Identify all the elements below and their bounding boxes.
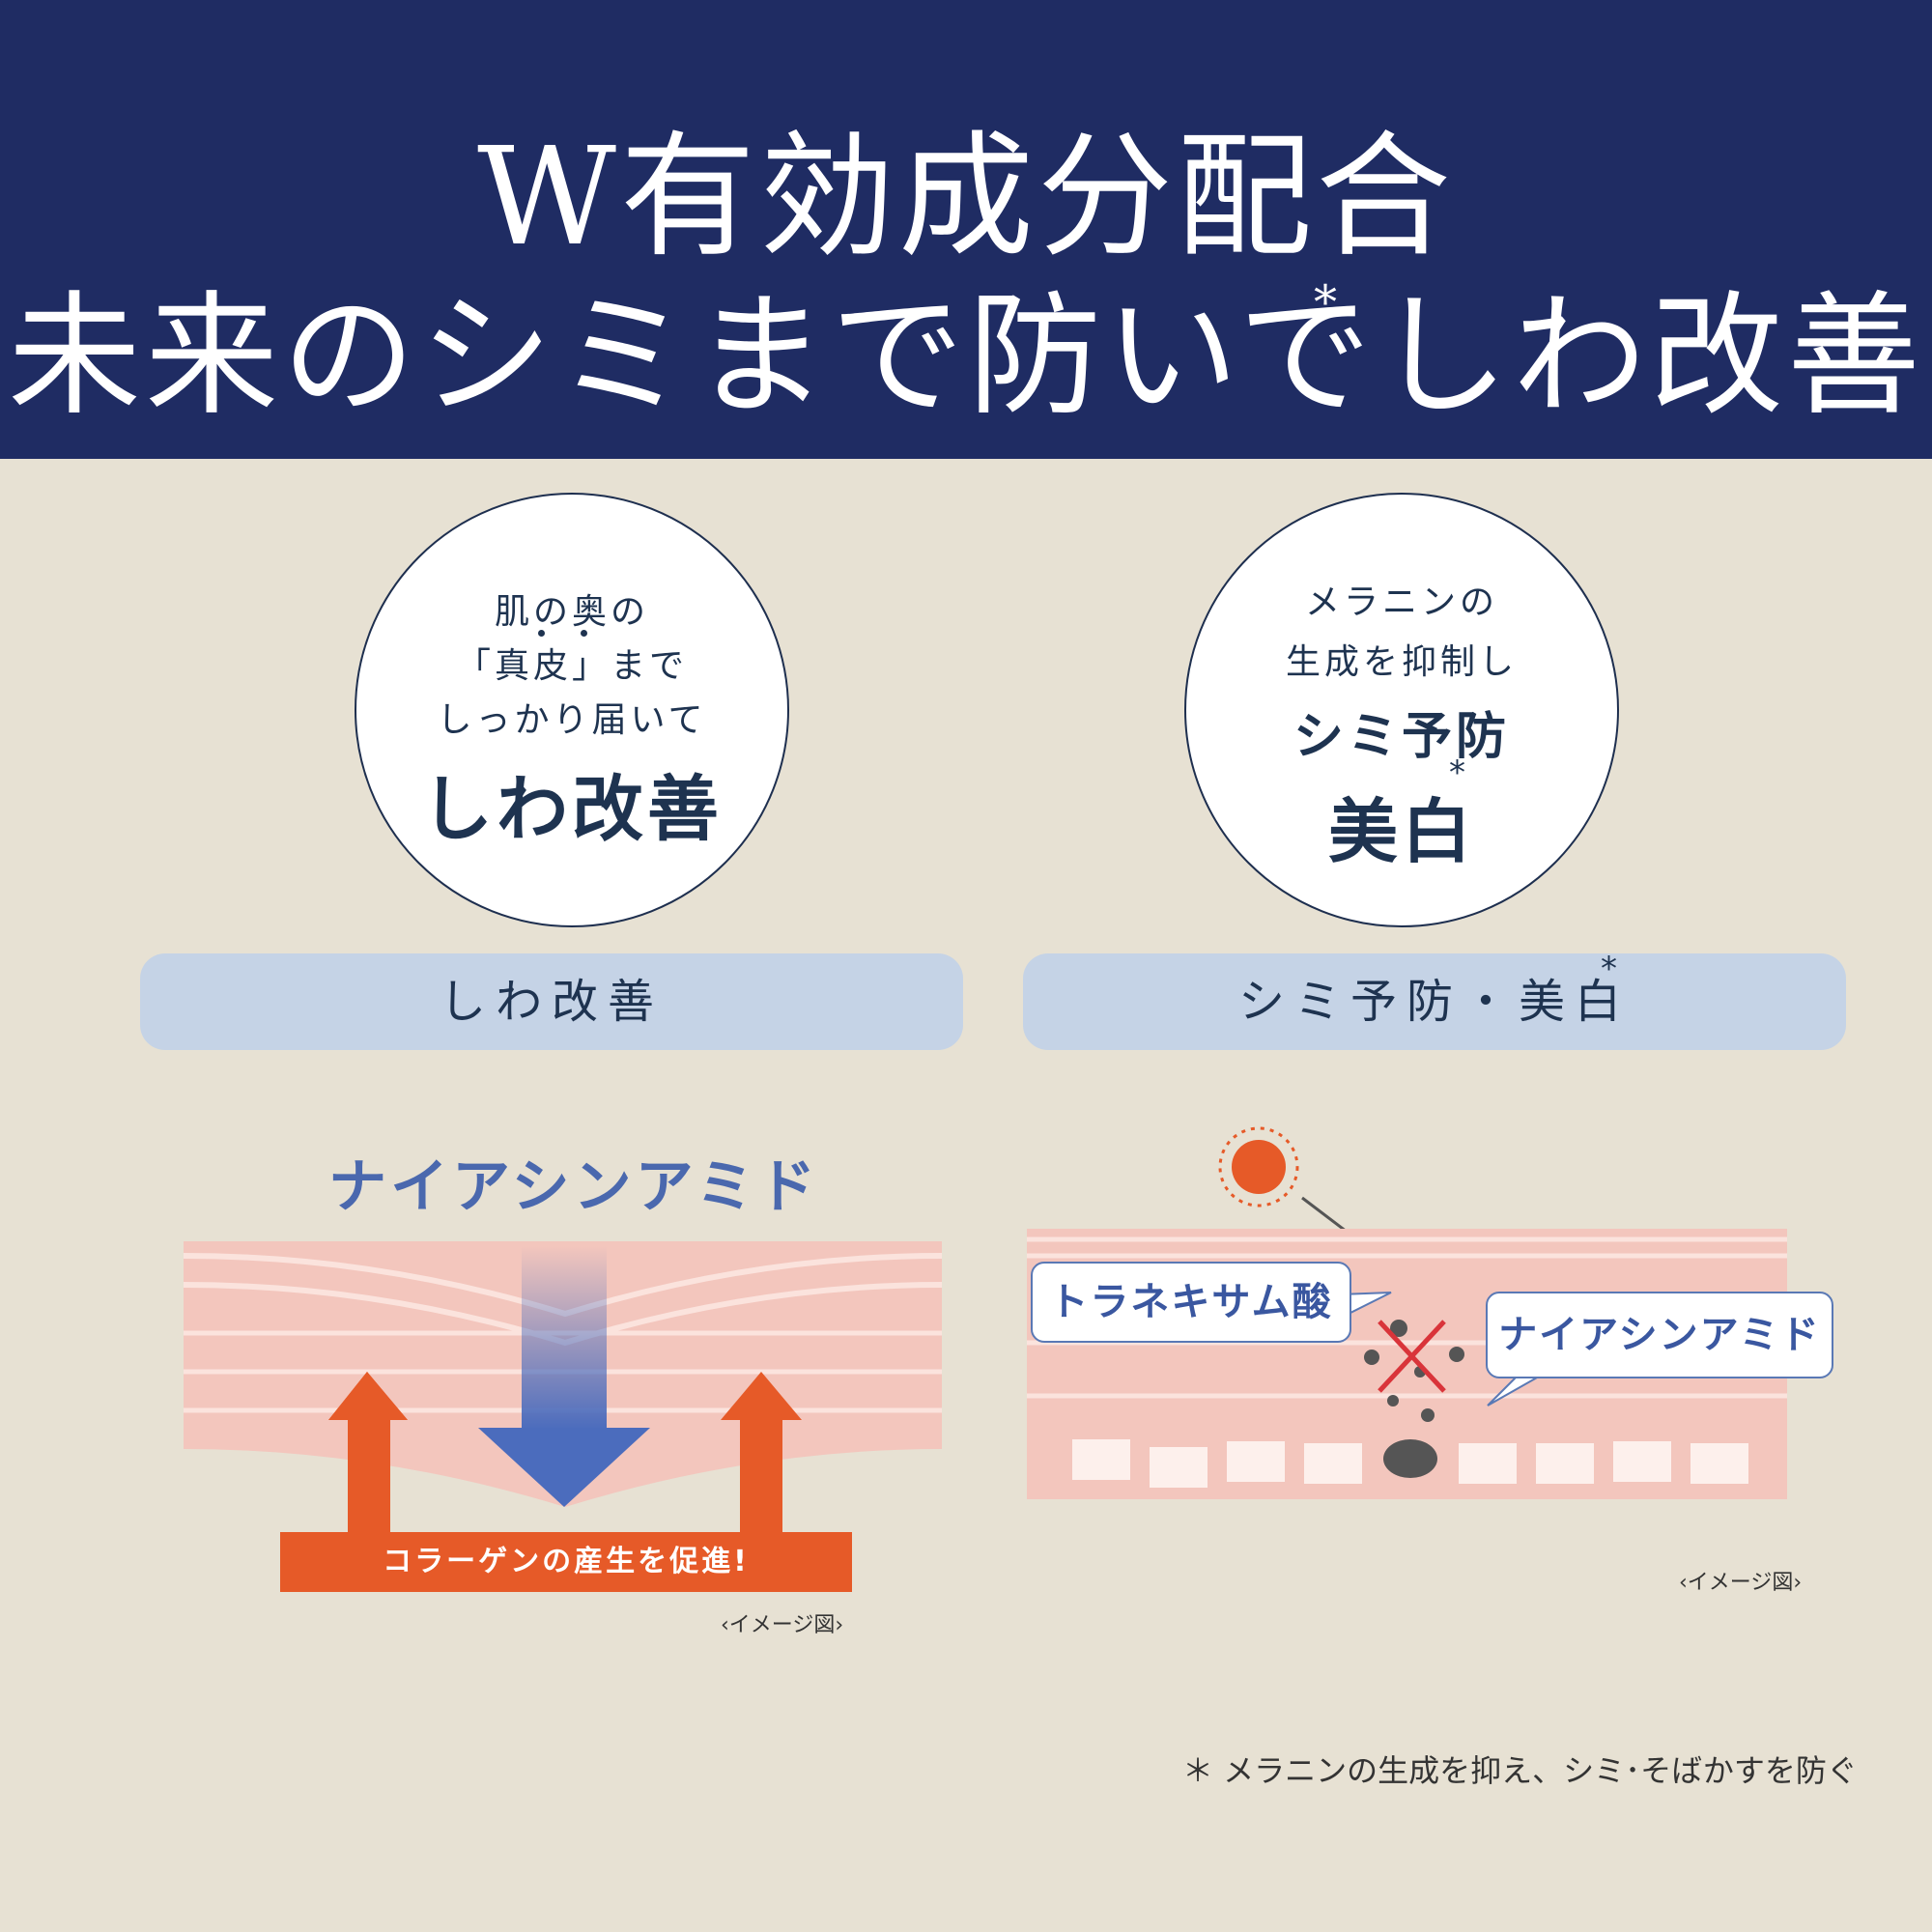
whitening-circle-title1: シミ予防 [1293,708,1510,766]
inhibit-x-icon [1378,1320,1446,1393]
headline-asterisk: * [1314,275,1337,329]
header-banner: W有効成分配合 未来のシミまで防いでしわ改善 * [0,0,1932,459]
wrinkle-circle: 肌の奥の 「真皮」まで しっかり届いて しわ改善 [355,493,789,927]
wrinkle-circle-line2: 「真皮」まで [455,646,688,686]
penetration-arrow-shaft [522,1246,607,1430]
whitening-label-pill: シミ予防・美白 * [1023,950,1846,1050]
whitening-circle-line1: メラニンの [1304,582,1498,622]
wrinkle-circle-line3: しっかり届いて [437,700,707,740]
whitening-circle-line2: 生成を抑制し [1285,642,1518,682]
collagen-banner: コラーゲンの産生を促進! [280,1532,852,1592]
tranexamic-acid-bubble: トラネキサム酸 [1031,1262,1351,1343]
whitening-asterisk: * [1449,753,1465,792]
skin-layers-left [183,1241,943,1507]
emphasis-dot [538,630,545,637]
headline-line1: W有効成分配合 [477,119,1455,276]
wrinkle-circle-line1: 肌の奥の [494,592,649,632]
wrinkle-label-pill: しわ改善 [140,953,963,1050]
emphasis-dot [581,630,587,637]
whitening-label-asterisk: * [1601,950,1627,988]
footnote: ＊ メラニンの生成を抑え、シミ･そばかすを防ぐ [1182,1752,1858,1789]
niacinamide-title: ナイアシンアミド [328,1153,820,1221]
whitening-circle-title2: 美白 [1327,791,1475,872]
whitening-label-text: シミ予防・美白 [1237,975,1631,1029]
penetration-arrow-head [478,1428,650,1507]
sun-icon [1218,1126,1299,1208]
whitening-circle: メラニンの 生成を抑制し シミ予防 美白 * [1184,493,1619,927]
collagen-arrow-left [328,1372,408,1420]
right-image-caption: ‹イメージ図› [1679,1571,1803,1595]
melanin-icon [1364,1320,1464,1478]
collagen-arrow-right [740,1420,782,1536]
headline-line2: 未来のシミまで防いでしわ改善 [8,278,1924,434]
niacinamide-bubble: ナイアシンアミド [1486,1292,1833,1378]
left-image-caption: ‹イメージ図› [721,1613,844,1637]
wrinkle-circle-title: しわ改善 [421,768,723,851]
